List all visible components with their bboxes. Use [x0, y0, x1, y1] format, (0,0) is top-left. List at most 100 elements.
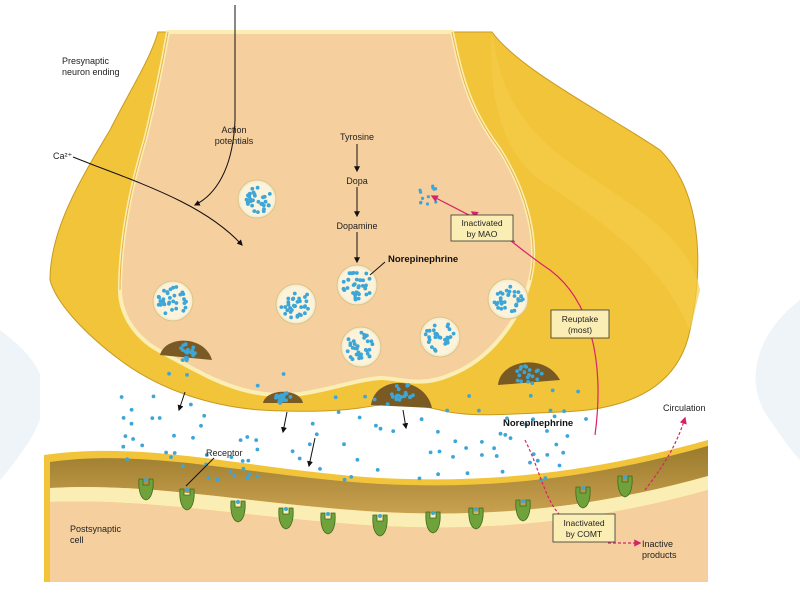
molecule-dot [215, 477, 220, 482]
molecule-dot [259, 202, 264, 206]
molecule-dot [584, 417, 588, 421]
box-reuptake: Reuptake (most) [550, 309, 610, 339]
molecule-dot [425, 202, 430, 206]
molecule-dot [171, 285, 176, 290]
molecule-dot [581, 486, 585, 490]
molecule-dot [289, 315, 293, 320]
molecule-dot [347, 271, 352, 276]
label-postsynaptic: Postsynaptic [70, 524, 122, 534]
molecule-dot [357, 415, 362, 420]
molecule-dot [169, 455, 173, 459]
molecule-dot [367, 354, 372, 359]
box-comt-line: by COMT [566, 529, 602, 539]
molecule-dot [364, 283, 368, 288]
molecule-dot [354, 352, 359, 357]
molecule-dot [499, 301, 504, 306]
molecule-dot [365, 339, 370, 344]
molecule-dot [506, 292, 511, 297]
molecule-dot [202, 413, 207, 418]
molecule-dot [406, 383, 411, 387]
molecule-dot [356, 291, 360, 295]
molecule-dot [474, 507, 478, 511]
molecule-dot [310, 421, 315, 426]
postsynaptic-membrane [50, 476, 708, 528]
molecule-dot [367, 347, 372, 352]
molecule-dot [341, 279, 346, 284]
molecule-dot [353, 293, 357, 298]
molecule-dot [250, 203, 255, 208]
molecule-dot [480, 440, 484, 444]
molecule-dot [163, 311, 168, 316]
molecule-dot [185, 488, 189, 492]
label-presynaptic: neuron ending [62, 67, 120, 77]
molecule-dot [434, 200, 438, 204]
molecule-dot [238, 438, 243, 442]
molecule-dot [288, 395, 293, 399]
molecule-dot [365, 351, 370, 356]
molecule-dot [156, 294, 161, 299]
molecule-dot [369, 339, 374, 344]
molecule-dot [123, 434, 128, 438]
molecule-dot [295, 313, 300, 318]
molecule-dot [283, 311, 288, 316]
molecule-dot [357, 284, 361, 288]
molecule-dot [354, 271, 359, 275]
molecule-dot [516, 299, 521, 303]
molecule-dot [554, 442, 559, 447]
molecule-dot [623, 475, 627, 479]
receptor [179, 488, 195, 511]
molecule-dot [530, 374, 535, 379]
molecule-dot [515, 378, 520, 383]
receptor [372, 514, 388, 537]
molecule-dot [307, 442, 312, 447]
molecule-dot [396, 387, 401, 392]
molecule-dot [419, 190, 423, 194]
molecule-dot [522, 370, 527, 375]
molecule-dot [423, 332, 428, 337]
molecule-dot [419, 200, 423, 204]
molecule-dot [367, 291, 372, 295]
molecule-dot [244, 197, 249, 202]
molecule-dot [229, 455, 234, 459]
molecule-dot [436, 429, 440, 434]
molecule-dot [453, 439, 458, 444]
molecule-dot [528, 460, 532, 465]
molecule-dot [432, 347, 437, 352]
box-comt: Inactivated by COMT [552, 513, 616, 543]
molecule-dot [504, 288, 509, 293]
molecule-dot [397, 397, 402, 402]
label-action-potentials: potentials [215, 136, 254, 146]
receptor [320, 512, 336, 535]
molecule-dot [355, 344, 360, 348]
molecule-dot [363, 334, 368, 339]
molecule-dot [342, 477, 347, 482]
molecule-dot [431, 328, 436, 333]
molecule-dot [303, 295, 307, 299]
molecule-dot [545, 429, 549, 433]
molecule-dot [262, 194, 267, 199]
molecule-dot [550, 388, 555, 393]
molecule-dot [508, 284, 513, 289]
molecule-dot [181, 343, 186, 348]
molecule-dot [363, 286, 368, 291]
label-circulation: Circulation [663, 403, 706, 413]
molecule-dot [352, 342, 357, 346]
molecule-dot [526, 379, 530, 384]
molecule-dot [290, 449, 295, 454]
molecule-dot [180, 464, 185, 469]
molecule-dot [193, 351, 197, 356]
molecule-dot [425, 329, 429, 333]
molecule-dot [430, 345, 434, 349]
molecule-dot [426, 195, 430, 199]
molecule-dot [480, 453, 484, 457]
molecule-dot [345, 349, 350, 354]
molecule-dot [303, 304, 307, 308]
molecule-dot [345, 286, 350, 290]
molecule-dot [356, 296, 361, 301]
molecule-dot [527, 368, 532, 372]
label-presynaptic: Presynaptic [62, 56, 110, 66]
molecule-dot [150, 416, 155, 420]
molecule-dot [246, 458, 251, 463]
molecule-dot [255, 383, 260, 388]
molecule-dot [419, 417, 424, 422]
